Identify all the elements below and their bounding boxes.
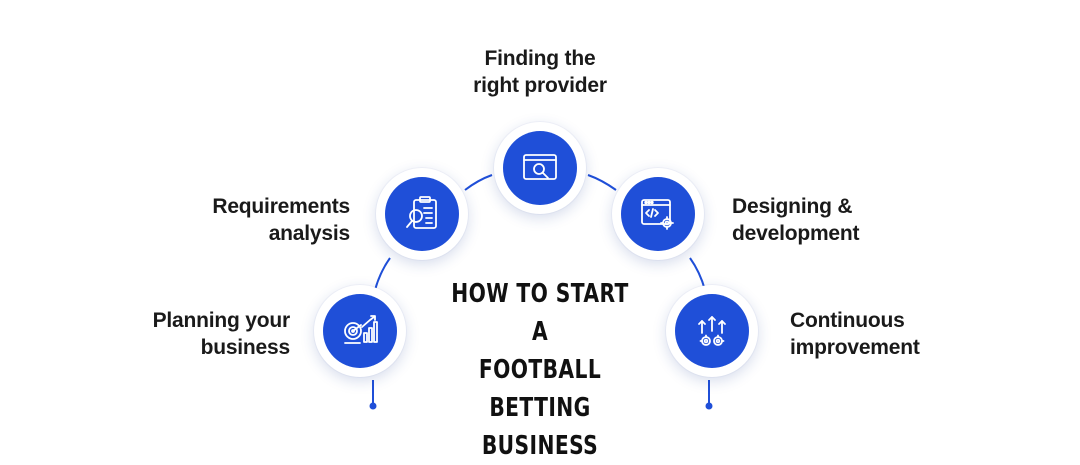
step-label-improvement-line1: Continuous [790,309,905,332]
step-label-provider-line1: Finding the [484,47,596,70]
step-label-design-line2: development [732,222,860,245]
step-label-provider: Finding the right provider [430,45,650,99]
diagram-title: HOW TO START A FOOTBALL BETTING BUSINESS [446,275,633,465]
step-node-improvement-inner [675,294,749,368]
step-node-planning-inner [323,294,397,368]
target-chart-icon [344,315,378,344]
diagram-title-line3: BUSINESS [481,431,599,461]
step-label-design-line1: Designing & [732,195,853,218]
step-node-improvement [666,285,758,377]
step-node-requirements [376,168,468,260]
step-label-requirements: Requirements analysis [170,193,350,247]
step-node-requirements-inner [385,177,459,251]
diagram-title-line2: FOOTBALL BETTING [478,355,602,423]
code-window-gear-icon [641,199,674,230]
step-label-planning-line2: business [200,336,291,359]
browser-search-icon [523,154,557,180]
step-node-provider [494,122,586,214]
step-label-requirements-line1: Requirements [212,195,350,218]
diagram-title-line1: HOW TO START A [451,279,629,347]
step-label-planning: Planning your business [110,307,291,361]
step-node-design-inner [621,177,695,251]
step-label-provider-line2: right provider [473,74,607,97]
step-label-improvement: Continuous improvement [790,307,990,361]
step-node-provider-inner [503,131,577,205]
step-node-planning [314,285,406,377]
clipboard-magnifier-icon [406,196,437,229]
step-label-design: Designing & development [732,193,932,247]
arrows-gears-icon [698,316,726,346]
arc-segment-right-top [587,174,617,191]
step-label-requirements-line2: analysis [268,222,350,245]
step-node-design [612,168,704,260]
arc-end-dot-left [369,402,377,410]
step-label-improvement-line2: improvement [790,336,920,359]
arc-segment-left-mid [374,257,391,291]
arc-segment-left-top [464,174,493,191]
step-label-planning-line1: Planning your [152,309,291,332]
arc-end-dot-right [705,402,713,410]
